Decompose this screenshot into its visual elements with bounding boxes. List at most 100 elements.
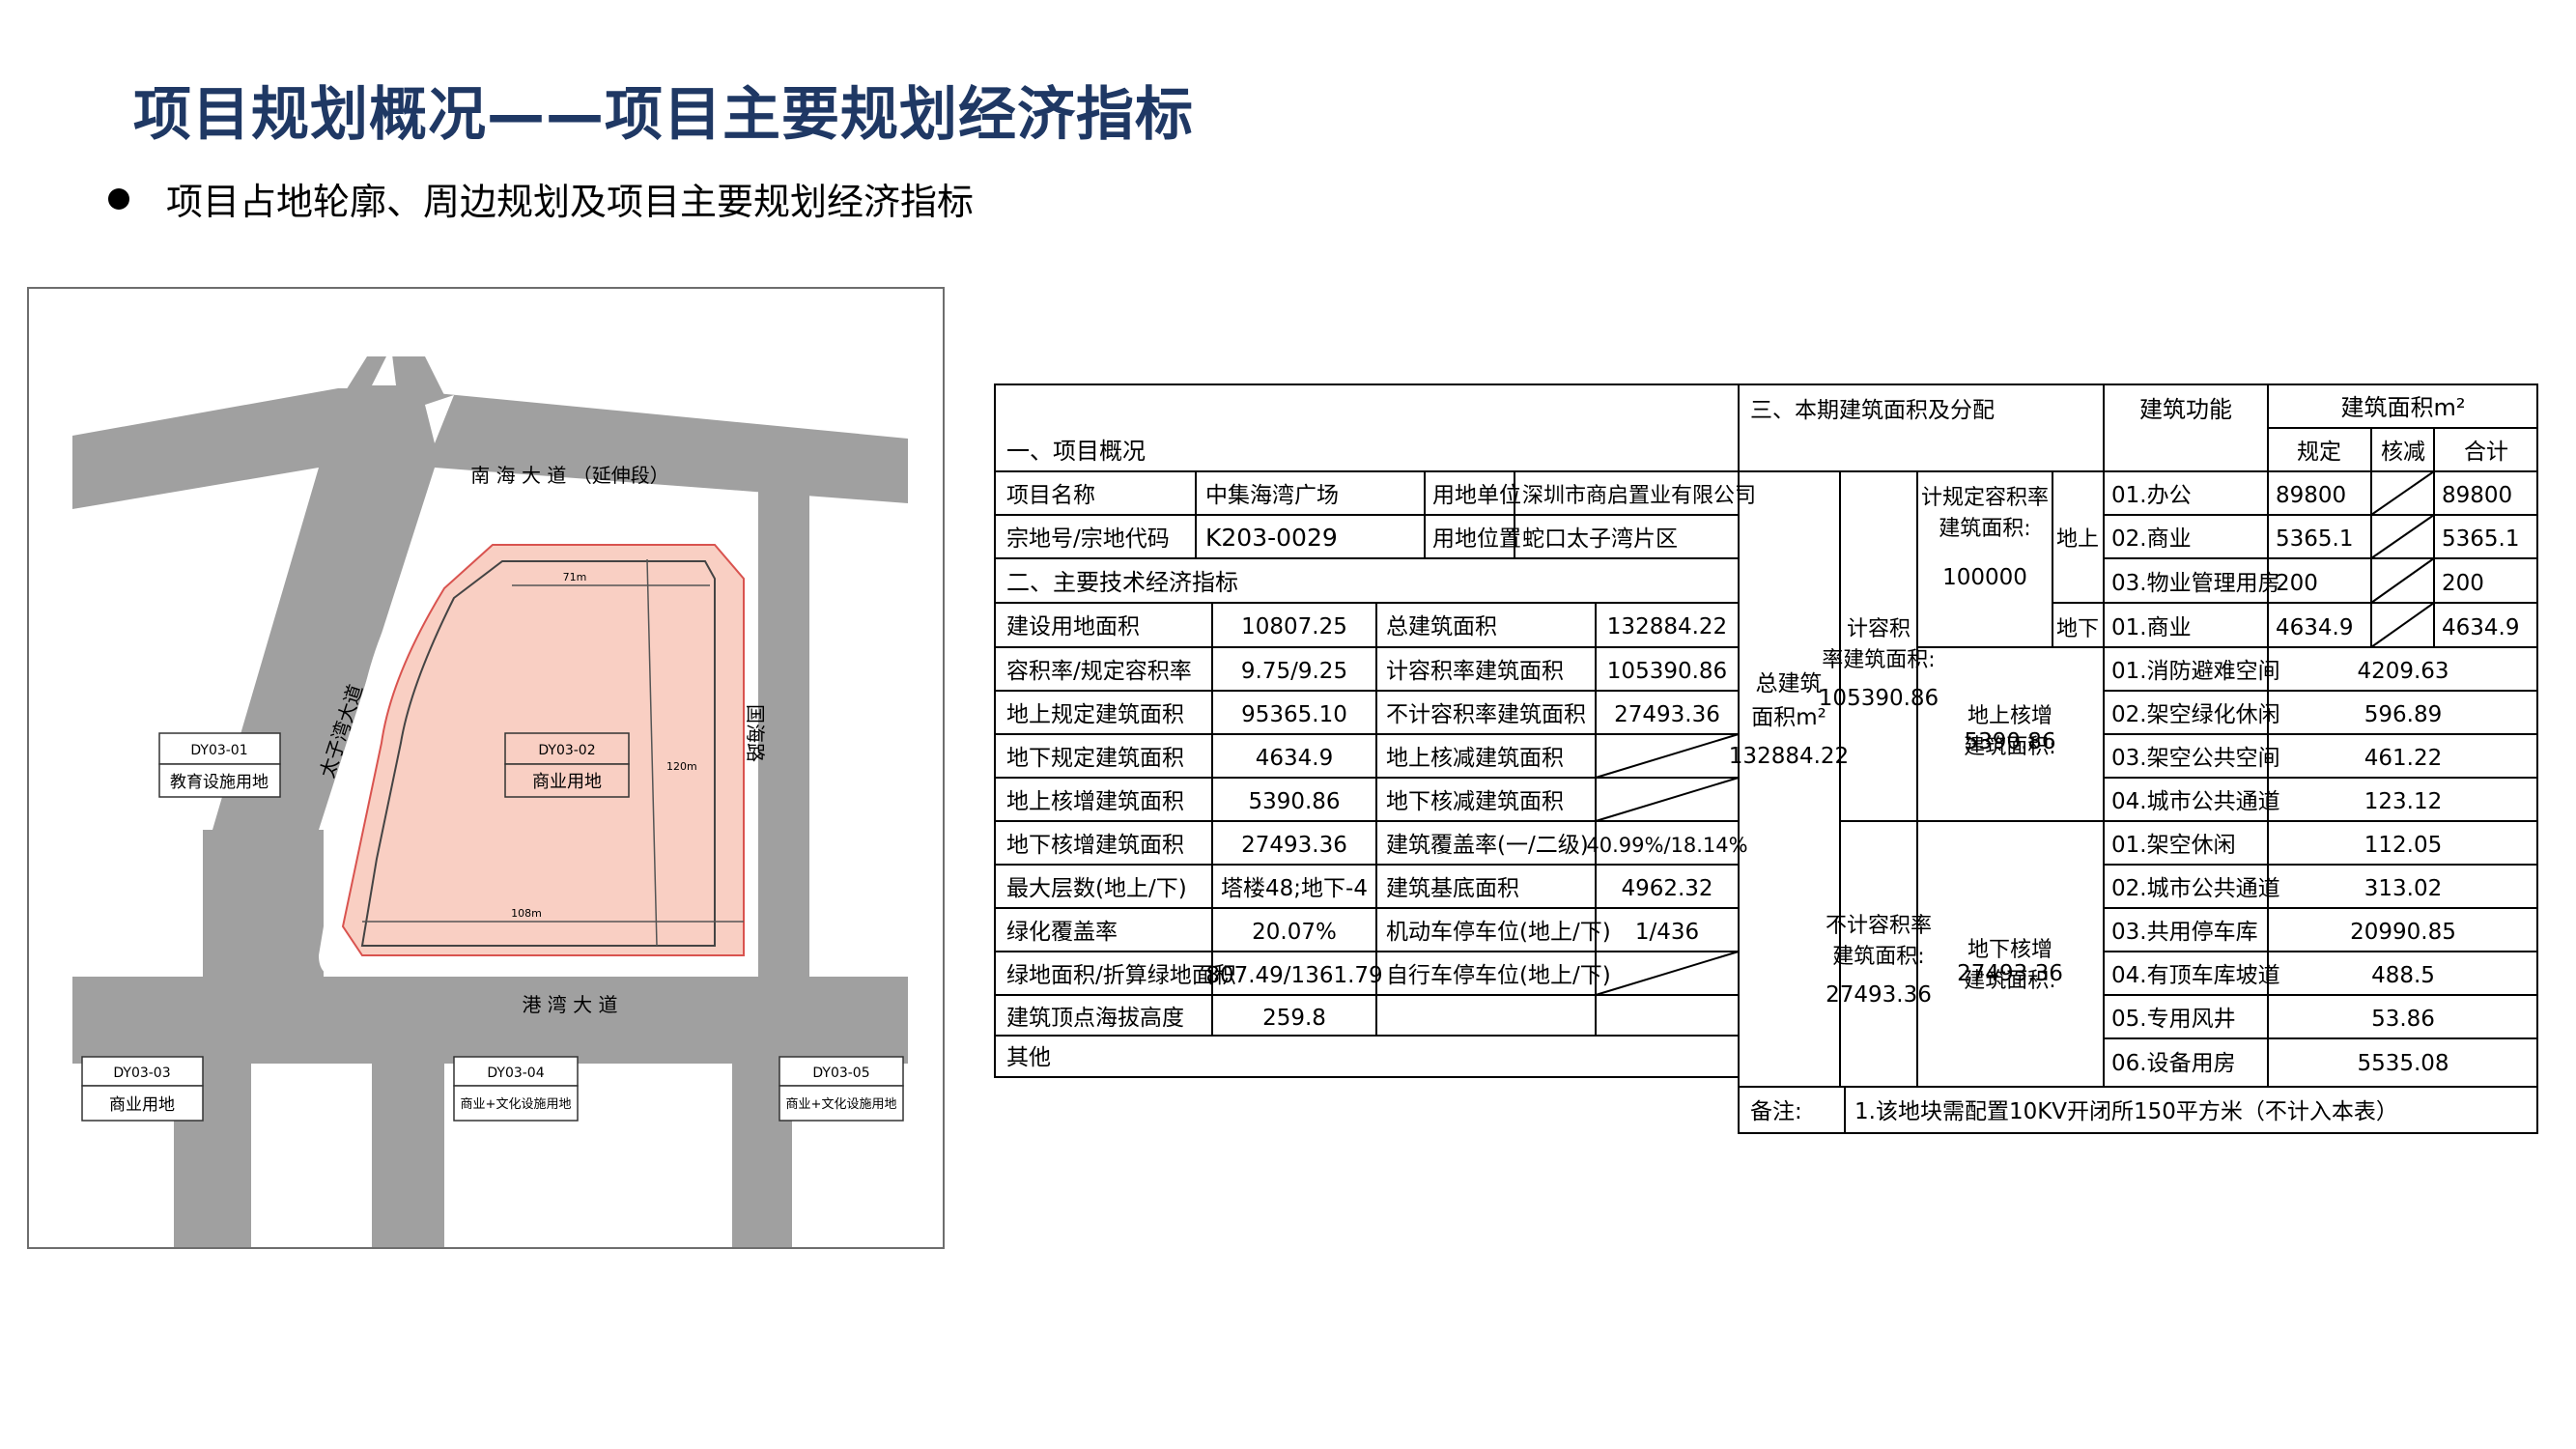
cell-label: 容积率/规定容积率: [1006, 659, 1192, 684]
section-title-overview: 一、项目概况: [1006, 438, 1146, 465]
cell-value: 塔楼48;地下-4: [1221, 876, 1368, 901]
function-label: 01.办公: [2111, 483, 2192, 508]
area-value: 53.86: [2371, 1007, 2435, 1032]
page-title: 项目规划概况——项目主要规划经济指标: [133, 81, 1194, 149]
area-value: 5535.08: [2357, 1051, 2449, 1076]
inc-below-label-line1: 地下核增: [1967, 938, 2052, 962]
parcel-use: 教育设施用地: [170, 773, 269, 792]
island-1: [372, 347, 396, 385]
below-label: 地下: [2056, 617, 2099, 641]
right-table-text: 三、本期建筑面积及分配建筑功能建筑面积m²规定核减合计总建筑面积m²132884…: [1729, 394, 2520, 1124]
island-3: [435, 513, 468, 545]
cell-value: 4962.32: [1621, 876, 1713, 901]
spec-label-line2: 建筑面积:: [1939, 517, 2030, 541]
total-value: 132884.22: [1729, 744, 1849, 769]
nonfar-label-line2: 建筑面积:: [1832, 945, 1924, 969]
cell-value: 5390.86: [1248, 789, 1340, 814]
cell-value: 1/436: [1635, 920, 1699, 945]
function-label: 05.专用风井: [2111, 1007, 2236, 1032]
col-header-function: 建筑功能: [2139, 396, 2232, 423]
parcel-code: DY03-05: [812, 1065, 869, 1081]
total-label-line1: 总建筑: [1756, 671, 1823, 696]
cell-value: 20.07%: [1252, 920, 1337, 945]
cell-value: 蛇口太子湾片区: [1522, 526, 1678, 552]
north-spur-road: [343, 356, 444, 443]
dim-top-label: 71m: [563, 571, 587, 583]
parcel-dy03-01: DY03-01 教育设施用地: [158, 732, 281, 798]
inc-below-value: 27493.36: [1957, 961, 2063, 986]
cell-label: 总建筑面积: [1386, 614, 1497, 639]
spec-area: 5365.1: [2276, 526, 2353, 552]
nonfar-label-line1: 不计容积率: [1826, 914, 1932, 938]
cell-label: 绿地面积/折算绿地面积: [1006, 963, 1236, 988]
function-label: 02.架空绿化休闲: [2111, 702, 2280, 727]
function-label: 04.有顶车库坡道: [2111, 963, 2280, 988]
cell-label: 地上核减建筑面积: [1386, 746, 1564, 771]
cell-label: 计容积率建筑面积: [1386, 659, 1564, 684]
inc-above-value: 5390.86: [1964, 729, 2055, 754]
road-network: [72, 356, 908, 1247]
function-label: 06.设备用房: [2111, 1051, 2236, 1076]
total-area: 89800: [2442, 483, 2512, 508]
cell-label: 绿化覆盖率: [1006, 920, 1118, 945]
east-road: [758, 487, 809, 854]
road-islands: [372, 347, 468, 545]
site-use: 商业用地: [532, 772, 602, 792]
island-2: [425, 395, 454, 443]
east-road-label: 国海路: [744, 704, 767, 762]
spec-label-line1: 计规定容积率: [1921, 486, 2049, 510]
cell-label: 其他: [1006, 1045, 1051, 1070]
cell-label: 地上核增建筑面积: [1006, 789, 1184, 814]
function-label: 01.消防避难空间: [2111, 659, 2280, 684]
north-road: [72, 388, 908, 509]
east-road-south: [758, 854, 809, 977]
dim-bottom-label: 108m: [511, 907, 542, 920]
area-value: 4209.63: [2357, 659, 2449, 684]
col-header-reduce: 核减: [2381, 440, 2425, 465]
function-label: 03.物业管理用房: [2111, 571, 2280, 596]
col-header-spec: 规定: [2297, 440, 2341, 465]
dim-right-label: 120m: [666, 760, 697, 773]
function-label: 02.商业: [2111, 526, 2192, 552]
cell-value: 4634.9: [1256, 746, 1333, 771]
total-label-line2: 面积m²: [1751, 705, 1826, 730]
south-road-mid-branch: [372, 1064, 444, 1247]
site-use-box: [504, 763, 630, 798]
inc-above-label-line2: 建筑面积:: [1964, 735, 2055, 759]
nonfar-value: 27493.36: [1826, 982, 1932, 1008]
inc-above-label-line1: 地上核增: [1967, 704, 2052, 728]
area-value: 112.05: [2364, 833, 2442, 858]
cell-label: 最大层数(地上/下): [1006, 876, 1187, 901]
site-plan-map: 南 海 大 道 （延伸段） 港 湾 大 道 太子湾大道 国海路 71m 120m…: [27, 287, 945, 1249]
cell-label: 建筑覆盖率(一/二级): [1386, 833, 1589, 858]
parcel-code: DY03-03: [113, 1065, 170, 1081]
cell-value: 40.99%/18.14%: [1586, 834, 1747, 857]
note-label: 备注:: [1750, 1099, 1802, 1124]
right-table-grid: [1738, 384, 2538, 1134]
site-plan-svg: 南 海 大 道 （延伸段） 港 湾 大 道 太子湾大道 国海路 71m 120m…: [72, 347, 908, 1247]
south-road: [72, 977, 908, 1064]
parcel-use: 商业+文化设施用地: [786, 1097, 897, 1112]
west-road-south: [203, 830, 324, 977]
cell-label: 用地位置: [1432, 526, 1521, 552]
north-road-label: 南 海 大 道 （延伸段）: [470, 464, 668, 487]
total-area: 5365.1: [2442, 526, 2519, 552]
parcel-code: DY03-01: [190, 743, 247, 758]
total-area: 200: [2442, 571, 2484, 596]
cell-value: 95365.10: [1241, 702, 1347, 727]
site-code-box: [504, 732, 630, 765]
cell-value: 27493.36: [1614, 702, 1720, 727]
spec-value: 100000: [1942, 565, 2027, 590]
cell-label: 地下规定建筑面积: [1006, 746, 1184, 771]
far-value: 105390.86: [1819, 686, 1939, 711]
area-value: 596.89: [2364, 702, 2442, 727]
spec-area: 4634.9: [2276, 615, 2353, 640]
parcel-dy03-05: DY03-05 商业+文化设施用地: [778, 1056, 904, 1122]
area-value: 461.22: [2364, 746, 2442, 771]
area-value: 488.5: [2371, 963, 2435, 988]
function-label: 03.共用停车库: [2111, 920, 2258, 945]
cell-label: 建设用地面积: [1006, 614, 1140, 639]
dim-line-right: [646, 558, 658, 947]
parcel-dy03-03: DY03-03 商业用地: [81, 1056, 204, 1122]
